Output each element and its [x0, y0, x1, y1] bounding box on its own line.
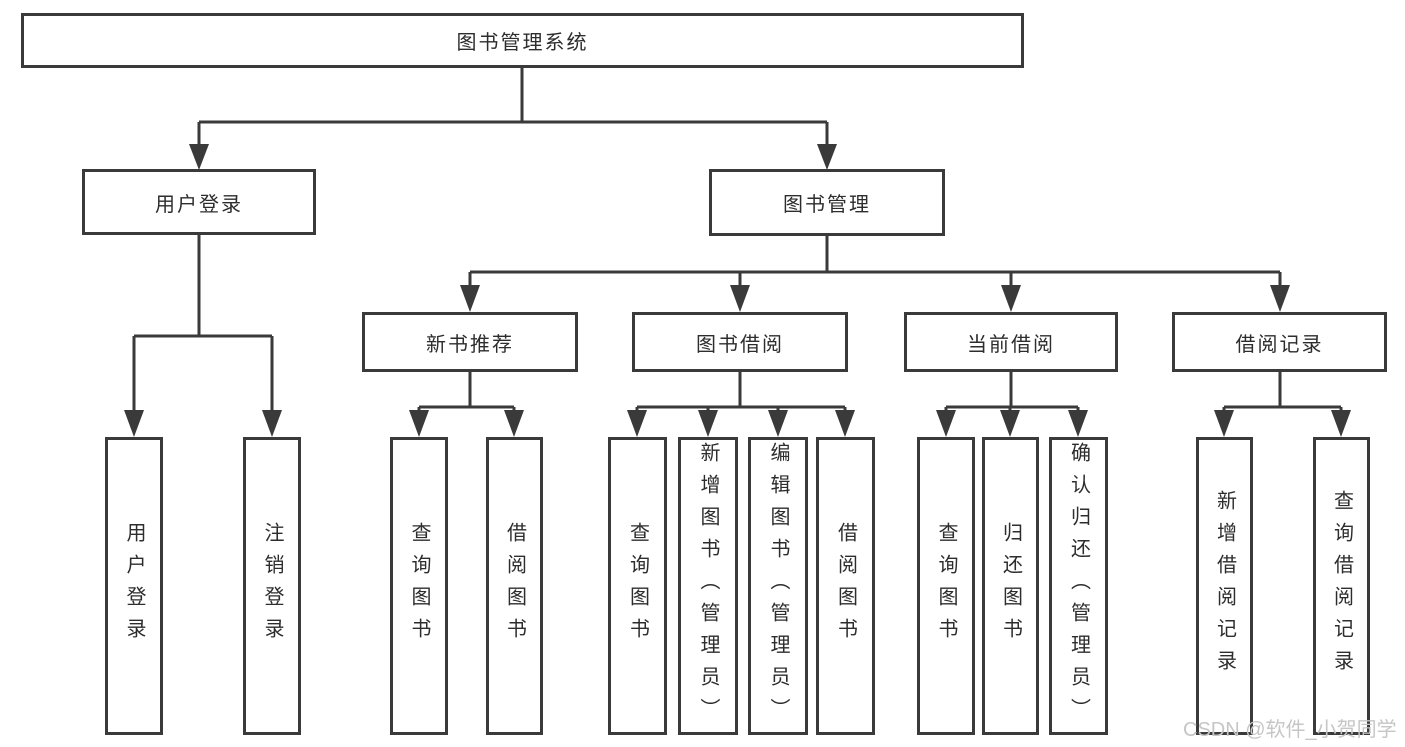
leaf-recommend-query-books-label: 查询图书	[408, 522, 430, 650]
leaf-confirm-return-admin-label: 确认归还（管理员）	[1067, 442, 1090, 730]
box-current-borrow: 当前借阅	[904, 312, 1118, 372]
box-borrow-records-label: 借阅记录	[1235, 333, 1324, 356]
leaf-return-book: 归还图书	[982, 437, 1039, 735]
arrow-down-icon	[936, 410, 1088, 437]
box-book-borrow: 图书借阅	[632, 312, 848, 372]
leaf-borrow-query-books-label: 查询图书	[626, 522, 649, 650]
leaf-current-query-books-label: 查询图书	[935, 522, 957, 650]
leaf-borrow-query-books: 查询图书	[608, 437, 667, 735]
leaf-return-book-label: 归还图书	[999, 522, 1022, 650]
box-borrow-records: 借阅记录	[1172, 312, 1387, 372]
arrow-down-icon	[124, 410, 282, 437]
csdn-watermark: CSDN @软件_小贺同学	[1183, 719, 1397, 741]
leaf-recommend-query-books: 查询图书	[390, 437, 448, 735]
leaf-add-borrow-record: 新增借阅记录	[1196, 437, 1253, 735]
box-new-book-recommend-label: 新书推荐	[426, 333, 514, 356]
leaf-user-login-label: 用户登录	[123, 522, 145, 650]
leaf-add-book-admin: 新增图书（管理员）	[678, 437, 738, 735]
leaf-borrow-books: 借阅图书	[816, 437, 875, 735]
arrow-down-icon	[189, 144, 837, 170]
box-user-login-label: 用户登录	[155, 193, 243, 216]
leaf-query-borrow-record-label: 查询借阅记录	[1330, 490, 1353, 682]
leaf-recommend-borrow-books: 借阅图书	[486, 437, 543, 735]
box-library-system-label: 图书管理系统	[456, 32, 589, 54]
box-library-system: 图书管理系统	[21, 13, 1024, 68]
leaf-add-borrow-record-label: 新增借阅记录	[1213, 490, 1236, 682]
box-user-login: 用户登录	[82, 169, 316, 235]
leaf-query-borrow-record: 查询借阅记录	[1313, 437, 1370, 735]
arrow-down-icon	[460, 285, 1290, 312]
box-current-borrow-label: 当前借阅	[967, 333, 1055, 356]
box-new-book-recommend: 新书推荐	[362, 312, 578, 372]
leaf-recommend-borrow-books-label: 借阅图书	[503, 522, 526, 650]
leaf-user-login: 用户登录	[105, 437, 163, 735]
box-book-management-label: 图书管理	[783, 194, 871, 216]
leaf-current-query-books: 查询图书	[917, 437, 975, 735]
leaf-edit-book-admin-label: 编辑图书（管理员）	[767, 442, 789, 730]
leaf-logout-label: 注销登录	[261, 522, 283, 650]
arrow-down-icon	[1214, 410, 1351, 437]
leaf-add-book-admin-label: 新增图书（管理员）	[697, 442, 719, 730]
box-book-management: 图书管理	[709, 169, 945, 236]
leaf-edit-book-admin: 编辑图书（管理员）	[748, 437, 808, 735]
box-book-borrow-label: 图书借阅	[696, 333, 784, 356]
leaf-borrow-books-label: 借阅图书	[834, 522, 857, 650]
arrow-down-icon	[627, 410, 855, 437]
leaf-logout: 注销登录	[243, 437, 301, 735]
leaf-confirm-return-admin: 确认归还（管理员）	[1049, 437, 1108, 735]
arrow-down-icon	[409, 410, 524, 437]
